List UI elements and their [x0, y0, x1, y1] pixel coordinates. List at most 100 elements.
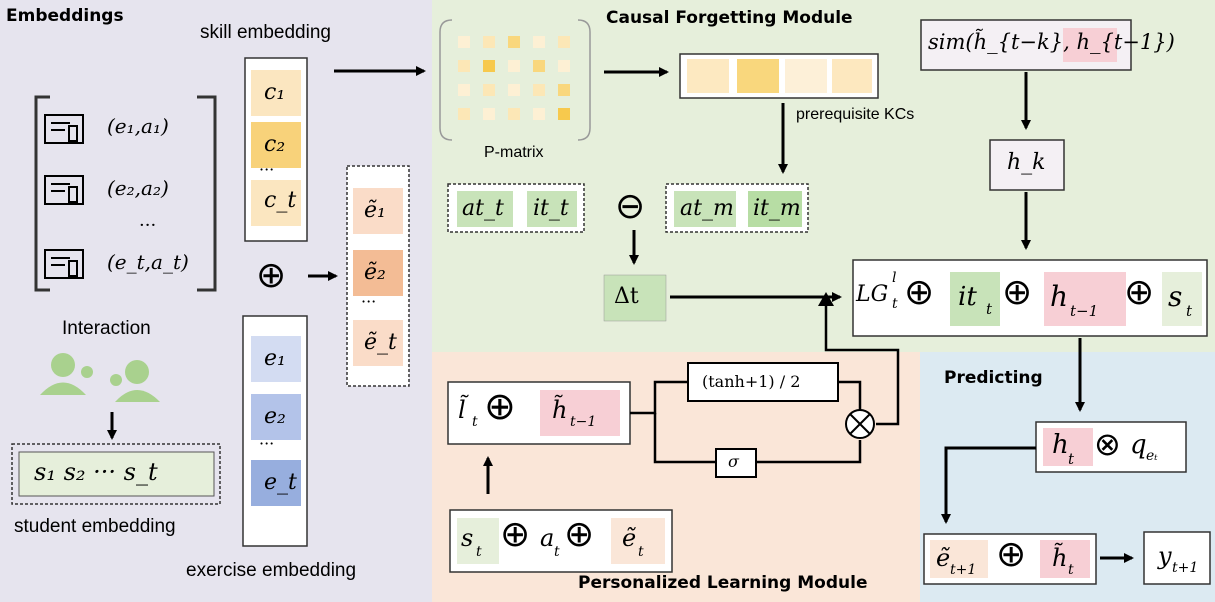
- p-matrix-cell: [483, 108, 495, 120]
- h-subscript: t−1: [1070, 302, 1099, 320]
- y-subscript: t+1: [1172, 560, 1199, 576]
- combined-cell: [353, 320, 403, 366]
- lg-subscript: t: [892, 296, 898, 312]
- l-tilde-label: l̃: [458, 396, 466, 424]
- p-matrix-cell: [508, 60, 520, 72]
- input-s-subscript: t: [476, 544, 482, 560]
- p-matrix-cell: [533, 108, 545, 120]
- ht-subscript: t: [1068, 450, 1075, 468]
- skill-cell: [251, 70, 301, 116]
- h-k-label: h_k: [1007, 150, 1046, 175]
- tanh-label: (tanh+1) / 2: [702, 372, 801, 391]
- skill-label: c_t: [264, 188, 297, 213]
- oplus-icon: ⊕: [256, 255, 287, 296]
- h-tilde-subscript: t−1: [570, 414, 597, 430]
- oplus-icon: ⊕: [904, 272, 935, 313]
- predicting-title: Predicting: [944, 368, 1043, 388]
- p-matrix-cell: [558, 60, 570, 72]
- combined-label: ẽ₁: [364, 198, 386, 223]
- oplus-icon: ⊕: [484, 384, 516, 428]
- student-sequence: s₁ s₂ ··· s_t: [34, 458, 158, 486]
- combined-label: ẽ₂: [364, 260, 386, 285]
- p-matrix-cell: [458, 60, 470, 72]
- input-s-label: s: [461, 524, 474, 552]
- next-e-subscript: t+1: [950, 562, 977, 578]
- it-subscript: t: [986, 300, 993, 318]
- skill-embedding-label: skill embedding: [200, 22, 331, 43]
- p-matrix-cell: [483, 60, 495, 72]
- p-matrix-cell: [558, 84, 570, 96]
- exercise-cell: [251, 460, 301, 506]
- at-t-label: at_t: [462, 196, 504, 221]
- causal-forgetting-title: Causal Forgetting Module: [606, 8, 853, 28]
- p-matrix-cell: [458, 84, 470, 96]
- h-k-box: [989, 139, 1065, 191]
- students-icon: [40, 353, 160, 402]
- interaction-bracket: [34, 95, 217, 292]
- delta-t-label: Δt: [614, 284, 639, 309]
- interaction-item: (e₂,a₂): [107, 176, 169, 200]
- interaction-ellipsis: ···: [139, 215, 157, 236]
- p-matrix-cell: [558, 36, 570, 48]
- exercise-embedding-label: exercise embedding: [186, 560, 357, 581]
- embeddings-title: Embeddings: [6, 6, 124, 26]
- combined-label: ẽ_t: [364, 330, 397, 355]
- document-icon: [44, 114, 84, 279]
- it-m-label: it_m: [753, 196, 801, 221]
- p-matrix-cell: [458, 108, 470, 120]
- personalized-learning-title: Personalized Learning Module: [578, 573, 868, 593]
- lg-formula-box: [852, 259, 1208, 337]
- h-label: h: [1050, 280, 1069, 313]
- input-a-label: a: [540, 524, 555, 552]
- it-t-label: it_t: [533, 196, 569, 221]
- gate-paths: [630, 306, 900, 464]
- p-matrix-label: P-matrix: [484, 144, 544, 161]
- otimes-icon: ⊗: [1094, 425, 1121, 463]
- s-label: s: [1168, 280, 1183, 313]
- sigma-box: [715, 448, 757, 478]
- skill-label: c₁: [264, 80, 286, 105]
- lg-label: LG: [856, 282, 889, 307]
- combined-ellipsis: ···: [361, 292, 377, 311]
- exercise-cell: [251, 336, 301, 382]
- q-label: q: [1130, 430, 1147, 460]
- oplus-icon: ⊕: [1002, 272, 1033, 313]
- skill-cell: [251, 122, 301, 168]
- p-matrix-cells: [458, 36, 570, 120]
- skill-label: c₂: [264, 132, 286, 157]
- p-matrix-cell: [508, 36, 520, 48]
- interaction-label: Interaction: [62, 318, 151, 339]
- interaction-item: (e_t,a_t): [107, 250, 189, 274]
- oplus-icon: ⊕: [564, 514, 595, 555]
- p-matrix-cell: [483, 36, 495, 48]
- exercise-label: e₁: [264, 346, 286, 371]
- p-matrix-cell: [458, 36, 470, 48]
- interaction-item: (e₁,a₁): [107, 114, 169, 138]
- minus-circle-icon: ⊖: [615, 186, 646, 227]
- p-matrix-cell: [508, 108, 520, 120]
- exercise-label: e_t: [264, 470, 297, 495]
- p-matrix-cell: [558, 108, 570, 120]
- exercise-ellipsis: ···: [259, 434, 275, 453]
- p-matrix-cell: [533, 36, 545, 48]
- exercise-cell: [251, 394, 301, 440]
- l-subscript: t: [472, 414, 478, 430]
- s-subscript: t: [1186, 302, 1193, 320]
- oplus-icon: ⊕: [996, 534, 1027, 575]
- delta-t-box: [603, 274, 667, 322]
- combined-cell: [353, 188, 403, 234]
- prerequisite-kcs-label: prerequisite KCs: [796, 106, 915, 123]
- p-matrix: [439, 19, 591, 141]
- p-matrix-cell: [483, 84, 495, 96]
- h-tilde-label: h̃: [552, 396, 568, 424]
- p-matrix-cell: [533, 84, 545, 96]
- oplus-icon: ⊕: [500, 514, 531, 555]
- ht-label: h: [1052, 430, 1069, 460]
- skill-cell: [251, 180, 301, 226]
- gate-arrowhead: [818, 292, 834, 306]
- p-matrix-cell: [508, 84, 520, 96]
- output-box: [1143, 531, 1211, 585]
- input-a-subscript: t: [554, 544, 560, 560]
